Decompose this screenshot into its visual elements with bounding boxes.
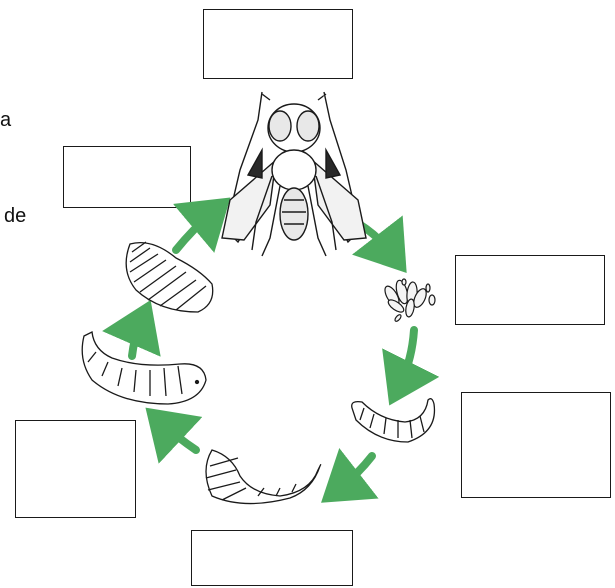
label-box-pupa[interactable] xyxy=(63,146,191,208)
label-box-large-larva[interactable] xyxy=(15,420,136,518)
cycle-arrow-icon xyxy=(172,197,231,254)
cycle-arrow-icon xyxy=(145,407,203,464)
text-fragment-a: a xyxy=(0,109,12,131)
eggs-icon xyxy=(384,278,436,322)
cycle-arrow-icon xyxy=(382,326,440,406)
pupa-icon xyxy=(125,241,214,313)
label-box-young-larva[interactable] xyxy=(461,392,611,498)
cycle-arrows xyxy=(102,197,440,503)
text-fragment-de: de xyxy=(4,205,27,227)
label-box-grown-larva[interactable] xyxy=(191,530,353,586)
cycle-arrow-icon xyxy=(102,300,161,360)
larva-icon xyxy=(81,331,207,405)
fly-icon xyxy=(221,91,367,257)
cycle-arrow-icon xyxy=(321,448,379,503)
larva-icon xyxy=(205,449,322,505)
larva-icon xyxy=(351,398,436,443)
label-box-adult-fly[interactable] xyxy=(203,9,353,79)
label-box-eggs[interactable] xyxy=(455,255,605,325)
